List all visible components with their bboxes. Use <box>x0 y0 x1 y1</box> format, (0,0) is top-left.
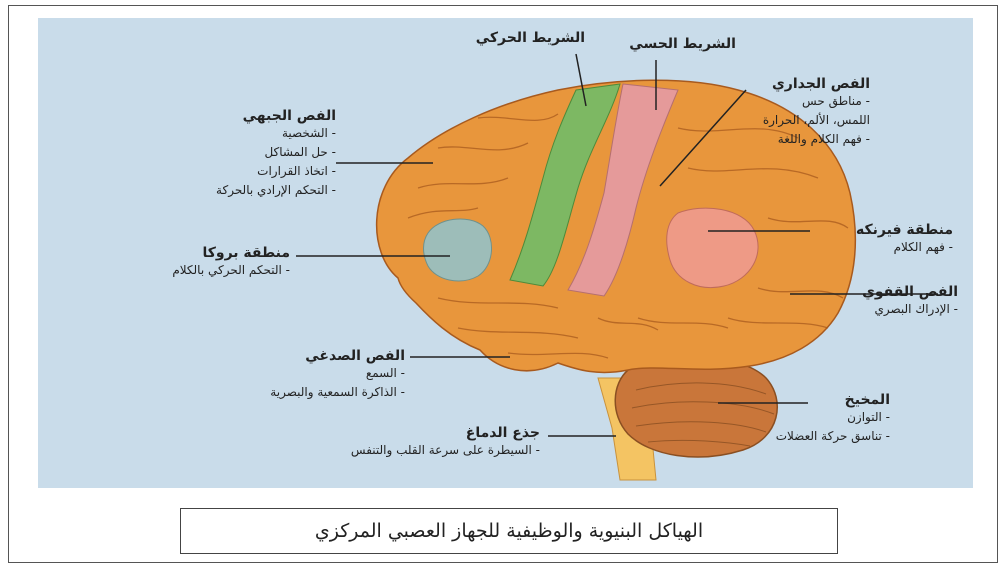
label-cerebellum: المخيخ - التوازن - تناسق حركة العضلات <box>738 392 890 446</box>
sensory-strip-title: الشريط الحسي <box>598 36 736 52</box>
brainstem-title: جذع الدماغ <box>300 425 540 441</box>
label-broca: منطقة بروكا - التحكم الحركي بالكلام <box>110 245 290 280</box>
label-frontal: الفص الجبهي - الشخصية - حل المشاكل - اتخ… <box>140 108 336 200</box>
frontal-item: - التحكم الإرادي بالحركة <box>140 181 336 200</box>
label-temporal: الفص الصدغي - السمع - الذاكرة السمعية وا… <box>200 348 405 402</box>
temporal-item: - السمع <box>200 364 405 383</box>
broca-item: - التحكم الحركي بالكلام <box>110 261 290 280</box>
temporal-item: - الذاكرة السمعية والبصرية <box>200 383 405 402</box>
frontal-item: - اتخاذ القرارات <box>140 162 336 181</box>
label-parietal: الفص الجداري - مناطق حس اللمس، الألم، ال… <box>725 76 870 149</box>
frontal-item: - الشخصية <box>140 124 336 143</box>
wernicke-item: - فهم الكلام <box>815 238 953 257</box>
parietal-item: - مناطق حس <box>725 92 870 111</box>
brainstem-item: - السيطرة على سرعة القلب والتنفس <box>300 441 540 460</box>
occipital-item: - الإدراك البصري <box>828 300 958 319</box>
temporal-title: الفص الصدغي <box>200 348 405 364</box>
frontal-title: الفص الجبهي <box>140 108 336 124</box>
label-wernicke: منطقة فيرنكه - فهم الكلام <box>815 222 953 257</box>
cerebellum-item: - تناسق حركة العضلات <box>738 427 890 446</box>
broca-title: منطقة بروكا <box>110 245 290 261</box>
figure-caption: الهياكل البنيوية والوظيفية للجهاز العصبي… <box>180 508 838 554</box>
broca-area <box>424 219 492 281</box>
label-sensory-strip: الشريط الحسي <box>598 36 736 52</box>
parietal-item: - فهم الكلام واللغة <box>725 130 870 149</box>
parietal-title: الفص الجداري <box>725 76 870 92</box>
motor-strip-title: الشريط الحركي <box>440 30 585 46</box>
cerebellum-title: المخيخ <box>738 392 890 408</box>
label-motor-strip: الشريط الحركي <box>440 30 585 46</box>
frontal-item: - حل المشاكل <box>140 143 336 162</box>
parietal-item: اللمس، الألم، الحرارة <box>725 111 870 130</box>
wernicke-area <box>667 208 758 287</box>
cerebellum-item: - التوازن <box>738 408 890 427</box>
occipital-title: الفص القفوي <box>828 284 958 300</box>
label-brainstem: جذع الدماغ - السيطرة على سرعة القلب والت… <box>300 425 540 460</box>
label-occipital: الفص القفوي - الإدراك البصري <box>828 284 958 319</box>
wernicke-title: منطقة فيرنكه <box>815 222 953 238</box>
